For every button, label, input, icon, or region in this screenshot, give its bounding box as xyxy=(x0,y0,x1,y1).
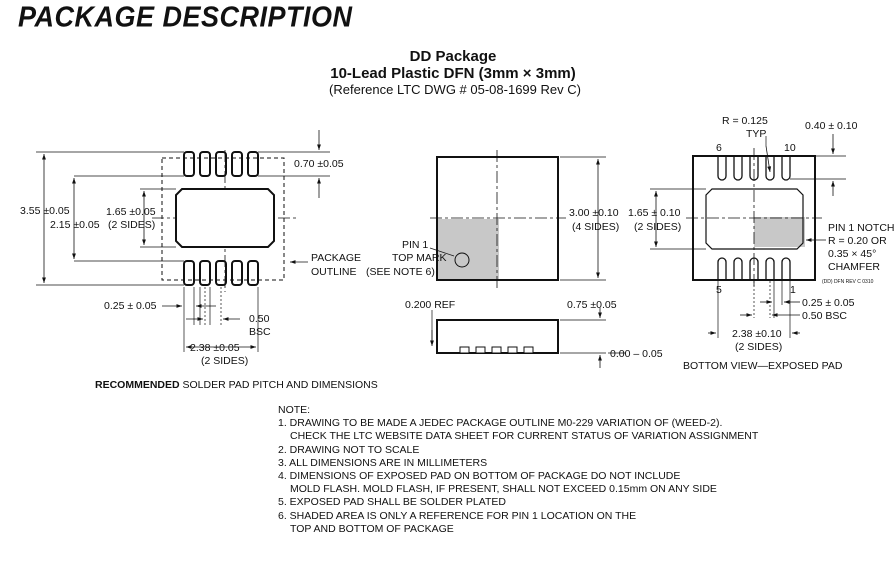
dim-thickness: 0.75 ±0.05 xyxy=(567,299,617,311)
pin1-notch-chamfer-label: CHAMFER xyxy=(828,261,880,273)
dim-lead-width-bottom: 0.25 ± 0.05 xyxy=(802,297,855,309)
package-type: 10-Lead Plastic DFN (3mm × 3mm) xyxy=(330,65,576,82)
dim-pad-height: 0.70 ±0.05 xyxy=(294,158,344,170)
bottom-view xyxy=(650,134,846,338)
pin1-shaded-area-bottom xyxy=(754,217,805,247)
radius-label: R = 0.125 xyxy=(722,115,768,127)
exposed-pad-land xyxy=(175,188,275,248)
bottom-view-caption: BOTTOM VIEW—EXPOSED PAD xyxy=(683,360,843,372)
note-1: 1. DRAWING TO BE MADE A JEDEC PACKAGE OU… xyxy=(278,417,723,430)
section-heading: PACKAGE DESCRIPTION xyxy=(18,1,353,33)
package-reference: (Reference LTC DWG # 05-08-1699 Rev C) xyxy=(329,82,581,97)
pin1-notch-radius: R = 0.20 OR xyxy=(828,235,887,247)
package-title-block: DD Package 10-Lead Plastic DFN (3mm × 3m… xyxy=(0,48,896,97)
exposed-pad xyxy=(705,188,804,250)
package-outline xyxy=(161,157,285,281)
solder-pad-view xyxy=(36,130,330,352)
note-1-cont: CHECK THE LTC WEBSITE DATA SHEET FOR CUR… xyxy=(290,430,759,443)
dim-span: 2.38 ±0.05 xyxy=(190,342,240,354)
notes-block: NOTE: 1. DRAWING TO BE MADE A JEDEC PACK… xyxy=(278,404,758,536)
pin1-label-bottom: 1 xyxy=(790,284,796,296)
note-3: 3. ALL DIMENSIONS ARE IN MILLIMETERS xyxy=(278,456,488,469)
notes-title: NOTE: xyxy=(278,404,311,416)
solder-pads-bottom xyxy=(183,260,259,286)
dim-standoff: 0.00 – 0.05 xyxy=(610,348,663,360)
dim-span-bottom-sides: (2 SIDES) xyxy=(735,341,782,353)
package-name: DD Package xyxy=(409,48,497,65)
revision-code: (DD) DFN REV C 0310 xyxy=(822,279,874,285)
bottom-view-labels: R = 0.125 TYP 0.40 ± 0.10 6 10 1.65 ± 0.… xyxy=(628,115,895,353)
pin6-label: 6 xyxy=(716,142,722,154)
dim-notch-top: 0.40 ± 0.10 xyxy=(805,120,858,132)
dim-pitch-bottom: 0.50 BSC xyxy=(802,310,847,322)
dim-exposed-pad: 1.65 ± 0.10 xyxy=(628,207,681,219)
dim-body-size: 3.00 ±0.10 xyxy=(569,207,619,219)
caption-rest: SOLDER PAD PITCH AND DIMENSIONS xyxy=(179,379,378,391)
dim-inner-length: 2.15 ±0.05 xyxy=(50,219,100,231)
solder-view-caption: RECOMMENDED SOLDER PAD PITCH AND DIMENSI… xyxy=(95,379,378,391)
radius-typ: TYP xyxy=(746,128,766,140)
pin1-notch-chamfer: 0.35 × 45° xyxy=(828,248,876,260)
dim-pad-width-sides: (2 SIDES) xyxy=(108,219,155,231)
note-6: 6. SHADED AREA IS ONLY A REFERENCE FOR P… xyxy=(278,509,637,522)
note-2: 2. DRAWING NOT TO SCALE xyxy=(278,443,420,456)
caption-bold: RECOMMENDED xyxy=(95,379,180,391)
pin1-notch-label: PIN 1 NOTCH xyxy=(828,222,895,234)
note-4: 4. DIMENSIONS OF EXPOSED PAD ON BOTTOM O… xyxy=(278,470,681,483)
dim-body-sides: (4 SIDES) xyxy=(572,221,619,233)
solder-view-labels: 0.70 ±0.05 3.55 ±0.05 2.15 ±0.05 1.65 ±0… xyxy=(20,158,361,367)
note-6-cont: TOP AND BOTTOM OF PACKAGE xyxy=(290,522,454,535)
top-view-labels: PIN 1 TOP MARK (SEE NOTE 6) 3.00 ±0.10 (… xyxy=(366,207,663,360)
pin10-label: 10 xyxy=(784,142,796,154)
side-leads xyxy=(459,346,534,354)
top-view xyxy=(429,150,626,368)
dim-pitch-value: 0.50 xyxy=(249,313,270,325)
note-4-cont: MOLD FLASH. MOLD FLASH, IF PRESENT, SHAL… xyxy=(290,483,717,496)
dim-lead-width: 0.25 ± 0.05 xyxy=(104,300,157,312)
pin1-shaded-area xyxy=(437,219,499,280)
pin1-note-ref: (SEE NOTE 6) xyxy=(366,266,435,278)
dim-exposed-pad-sides: (2 SIDES) xyxy=(634,221,681,233)
dim-span-sides: (2 SIDES) xyxy=(201,355,248,367)
solder-pads-top xyxy=(183,151,259,177)
pin1-label: PIN 1 xyxy=(402,239,428,251)
package-outline-label-2: OUTLINE xyxy=(311,266,357,278)
bottom-leads-top xyxy=(717,157,791,181)
dim-span-bottom: 2.38 ±0.10 xyxy=(732,328,782,340)
package-outline-label-1: PACKAGE xyxy=(311,252,361,264)
bottom-leads-bottom xyxy=(717,257,791,279)
package-body-top xyxy=(436,156,559,281)
dim-pitch-bsc: BSC xyxy=(249,326,271,338)
pin5-label: 5 xyxy=(716,284,722,296)
pin1-top-mark-label: TOP MARK xyxy=(392,252,446,264)
dim-ref: 0.200 REF xyxy=(405,299,455,311)
pin1-top-mark xyxy=(454,252,470,268)
note-5: 5. EXPOSED PAD SHALL BE SOLDER PLATED xyxy=(278,496,506,509)
dim-total-length: 3.55 ±0.05 xyxy=(20,205,70,217)
dim-pad-width: 1.65 ±0.05 xyxy=(106,206,156,218)
